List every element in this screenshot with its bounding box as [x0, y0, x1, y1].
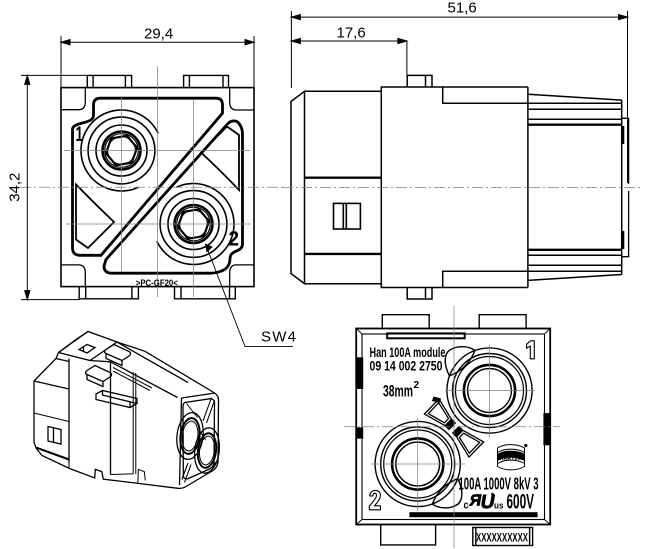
svg-text:09 14 002 2750: 09 14 002 2750: [370, 358, 443, 374]
svg-text:1: 1: [76, 123, 84, 146]
svg-text:c: c: [464, 500, 469, 512]
svg-text:Han 100A module: Han 100A module: [370, 344, 446, 360]
svg-text:U: U: [479, 492, 496, 513]
svg-text:17,6: 17,6: [337, 25, 366, 42]
svg-text:600V: 600V: [507, 491, 535, 514]
svg-text:2: 2: [414, 380, 420, 391]
svg-text:2: 2: [229, 227, 240, 250]
svg-text:51,6: 51,6: [448, 0, 477, 17]
svg-text:us: us: [494, 501, 504, 511]
svg-text:34,2: 34,2: [7, 173, 24, 202]
svg-text:Я: Я: [468, 492, 483, 510]
svg-text:100A 1000V 8kV 3: 100A 1000V 8kV 3: [459, 474, 539, 494]
svg-text:>PC-GF20<: >PC-GF20<: [136, 278, 178, 289]
svg-text:HARTING: HARTING: [500, 456, 525, 462]
svg-text:38mm: 38mm: [383, 383, 413, 401]
svg-text:SW4: SW4: [261, 329, 297, 346]
svg-text:XXXXXXXXXX: XXXXXXXXXX: [476, 531, 528, 545]
svg-text:29,4: 29,4: [144, 26, 173, 43]
